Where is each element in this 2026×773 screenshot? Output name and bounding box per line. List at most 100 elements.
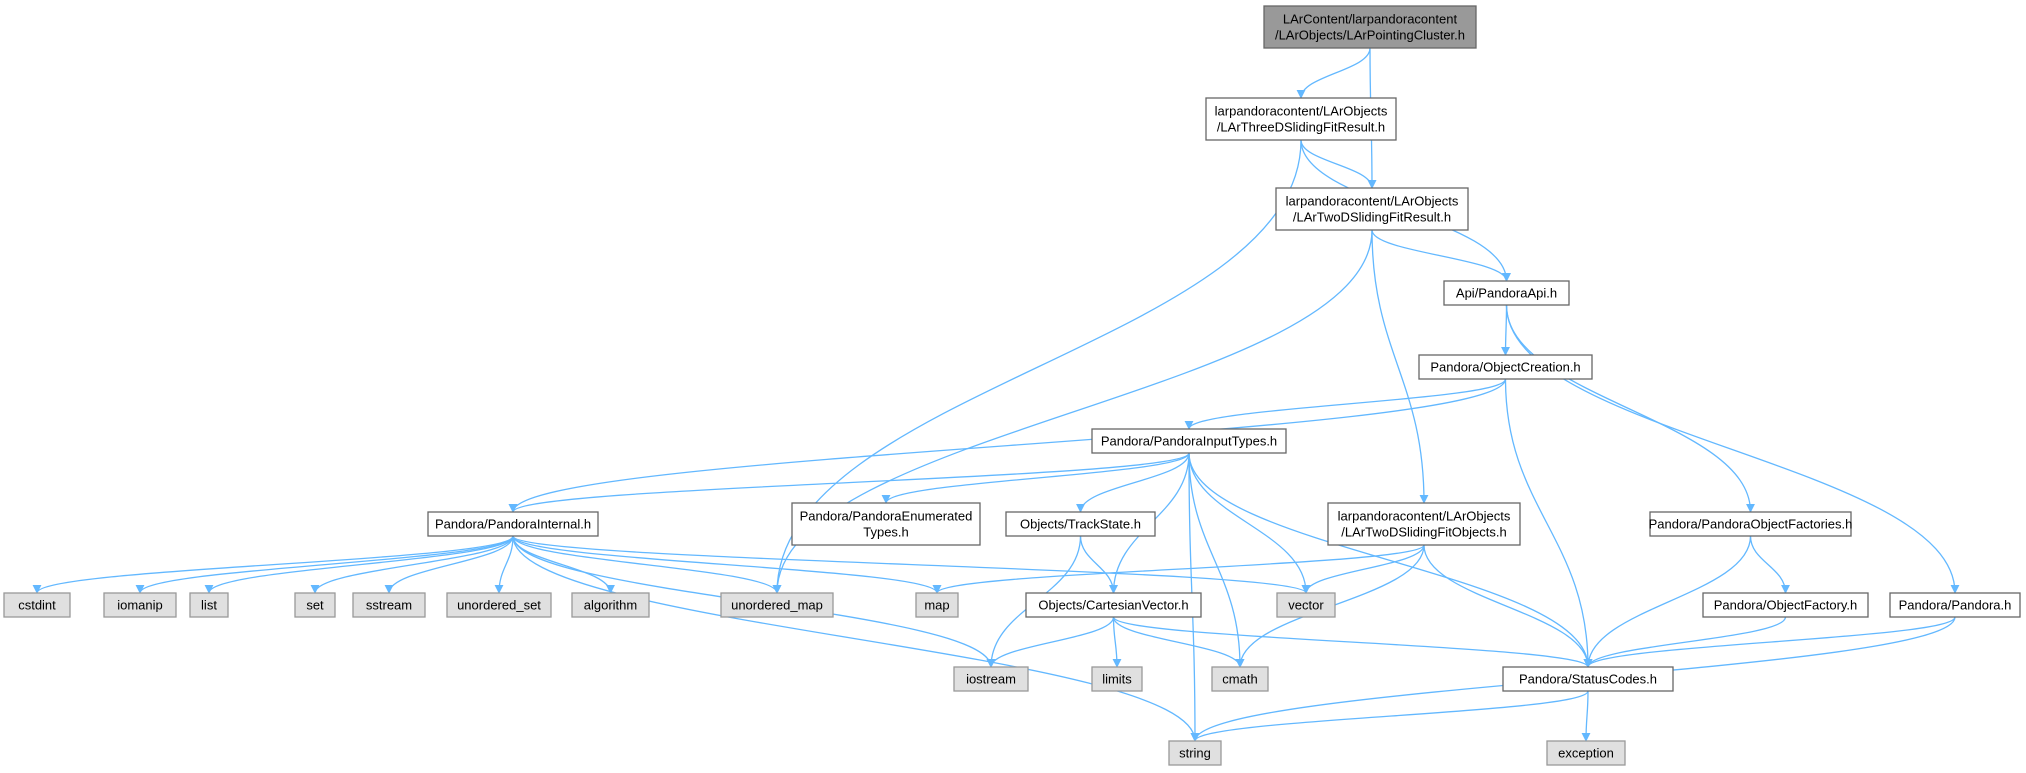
edge-object_factory-to-status_codes — [1583, 616, 1787, 668]
edge-two_d-to-pandora_api — [1371, 229, 1511, 282]
edge-two_d-to-two_d_objects — [1371, 229, 1429, 504]
node-label: Pandora/ObjectCreation.h — [1430, 360, 1580, 375]
node-cartesian[interactable]: Objects/CartesianVector.h — [1025, 592, 1202, 618]
node-label: /LArThreeDSlidingFitResult.h — [1217, 120, 1385, 135]
edge-object_creation-to-status_codes — [1504, 378, 1593, 668]
node-box — [953, 666, 1029, 692]
node-cmath: cmath — [1211, 666, 1269, 692]
edge-input_types-to-status_codes — [1188, 452, 1593, 668]
edge-internal-to-vector — [512, 535, 1311, 594]
edge-object_creation-to-input_types — [1184, 378, 1507, 430]
node-pandora[interactable]: Pandora/Pandora.h — [1889, 592, 2021, 618]
edge-input_types-to-cmath — [1188, 452, 1245, 668]
edge-pandora_api-to-object_creation — [1501, 304, 1511, 356]
node-sstream: sstream — [352, 592, 426, 618]
node-box — [427, 511, 599, 537]
edge-pandora-to-status_codes — [1583, 616, 1956, 668]
node-label: cmath — [1222, 672, 1257, 687]
node-exception: exception — [1546, 740, 1626, 766]
node-label: /LArTwoDSlidingFitObjects.h — [1341, 525, 1506, 540]
node-box — [103, 592, 177, 618]
node-internal[interactable]: Pandora/PandoraInternal.h — [427, 511, 599, 537]
node-three-d[interactable]: larpandoracontent/LArObjects/LArThreeDSl… — [1205, 97, 1397, 141]
node-unordered-map: unordered_map — [720, 592, 834, 618]
node-box — [1275, 187, 1469, 231]
node-root[interactable]: LArContent/larpandoracontent/LArObjects/… — [1263, 5, 1477, 49]
node-vector: vector — [1276, 592, 1336, 618]
edge-cartesian-to-status_codes — [1112, 616, 1593, 668]
node-box — [1276, 592, 1336, 618]
node-two-d-objects[interactable]: larpandoracontent/LArObjects/LArTwoDSlid… — [1327, 502, 1521, 546]
node-box — [352, 592, 426, 618]
dependency-edges — [32, 47, 1960, 742]
edge-cartesian-to-iostream — [986, 616, 1115, 668]
node-box — [1091, 428, 1287, 454]
node-box — [1889, 592, 2021, 618]
edge-root-to-three_d — [1296, 47, 1371, 99]
edge-internal-to-set — [310, 535, 514, 594]
node-input-types[interactable]: Pandora/PandoraInputTypes.h — [1091, 428, 1287, 454]
node-box — [571, 592, 650, 618]
node-object-factories[interactable]: Pandora/PandoraObjectFactories.h — [1649, 511, 1853, 537]
node-label: Pandora/PandoraObjectFactories.h — [1649, 517, 1853, 532]
edge-track_state-to-cartesian — [1079, 535, 1118, 594]
node-label: Objects/TrackState.h — [1020, 517, 1141, 532]
node-label: larpandoracontent/LArObjects — [1338, 509, 1511, 524]
node-label: LArContent/larpandoracontent — [1283, 12, 1458, 27]
node-box — [791, 502, 981, 546]
edge-two_d_objects-to-vector — [1301, 544, 1425, 594]
edge-object_creation-to-internal — [508, 378, 1507, 513]
node-pandora-api[interactable]: Api/PandoraApi.h — [1443, 280, 1570, 306]
node-label: Objects/CartesianVector.h — [1038, 598, 1188, 613]
node-object-factory[interactable]: Pandora/ObjectFactory.h — [1702, 592, 1869, 618]
node-box — [1702, 592, 1869, 618]
node-label: unordered_map — [731, 598, 823, 613]
node-box — [1205, 97, 1397, 141]
node-label: vector — [1288, 598, 1324, 613]
node-algorithm: algorithm — [571, 592, 650, 618]
edge-status_codes-to-exception — [1581, 690, 1591, 742]
node-box — [720, 592, 834, 618]
node-track-state[interactable]: Objects/TrackState.h — [1005, 511, 1156, 537]
node-box — [294, 592, 336, 618]
node-label: list — [201, 598, 217, 613]
node-box — [1025, 592, 1202, 618]
edge-internal-to-sstream — [384, 535, 514, 594]
node-label: Pandora/ObjectFactory.h — [1714, 598, 1858, 613]
node-label: larpandoracontent/LArObjects — [1286, 194, 1459, 209]
edge-internal-to-cstdint — [32, 535, 514, 594]
node-cstdint: cstdint — [3, 592, 71, 618]
node-label: limits — [1102, 672, 1132, 687]
node-label: sstream — [366, 598, 412, 613]
edge-status_codes-to-string — [1190, 690, 1589, 742]
node-label: set — [306, 598, 324, 613]
node-set: set — [294, 592, 336, 618]
node-label: unordered_set — [457, 598, 541, 613]
node-label: larpandoracontent/LArObjects — [1215, 104, 1388, 119]
node-box — [1211, 666, 1269, 692]
edge-internal-to-map — [512, 535, 942, 594]
edge-two_d_objects-to-map — [932, 544, 1425, 594]
edge-input_types-to-track_state — [1076, 452, 1190, 513]
node-label: /LArTwoDSlidingFitResult.h — [1293, 210, 1451, 225]
node-label: map — [924, 598, 949, 613]
edge-internal-to-algorithm — [512, 535, 615, 594]
node-box — [1168, 740, 1222, 766]
node-label: Pandora/PandoraInputTypes.h — [1101, 434, 1277, 449]
node-box — [1327, 502, 1521, 546]
node-label: Types.h — [863, 525, 909, 540]
node-iomanip: iomanip — [103, 592, 177, 618]
edge-internal-to-unordered_set — [494, 535, 514, 594]
file-nodes: LArContent/larpandoracontent/LArObjects/… — [3, 5, 2021, 766]
node-two-d[interactable]: larpandoracontent/LArObjects/LArTwoDSlid… — [1275, 187, 1469, 231]
node-map: map — [915, 592, 959, 618]
node-status-codes[interactable]: Pandora/StatusCodes.h — [1502, 666, 1674, 692]
node-label: /LArObjects/LArPointingCluster.h — [1275, 28, 1465, 43]
node-box — [189, 592, 229, 618]
node-object-creation[interactable]: Pandora/ObjectCreation.h — [1418, 354, 1593, 380]
edge-pandora_api-to-pandora — [1505, 304, 1960, 594]
node-label: cstdint — [18, 598, 56, 613]
node-label: Pandora/Pandora.h — [1899, 598, 2012, 613]
